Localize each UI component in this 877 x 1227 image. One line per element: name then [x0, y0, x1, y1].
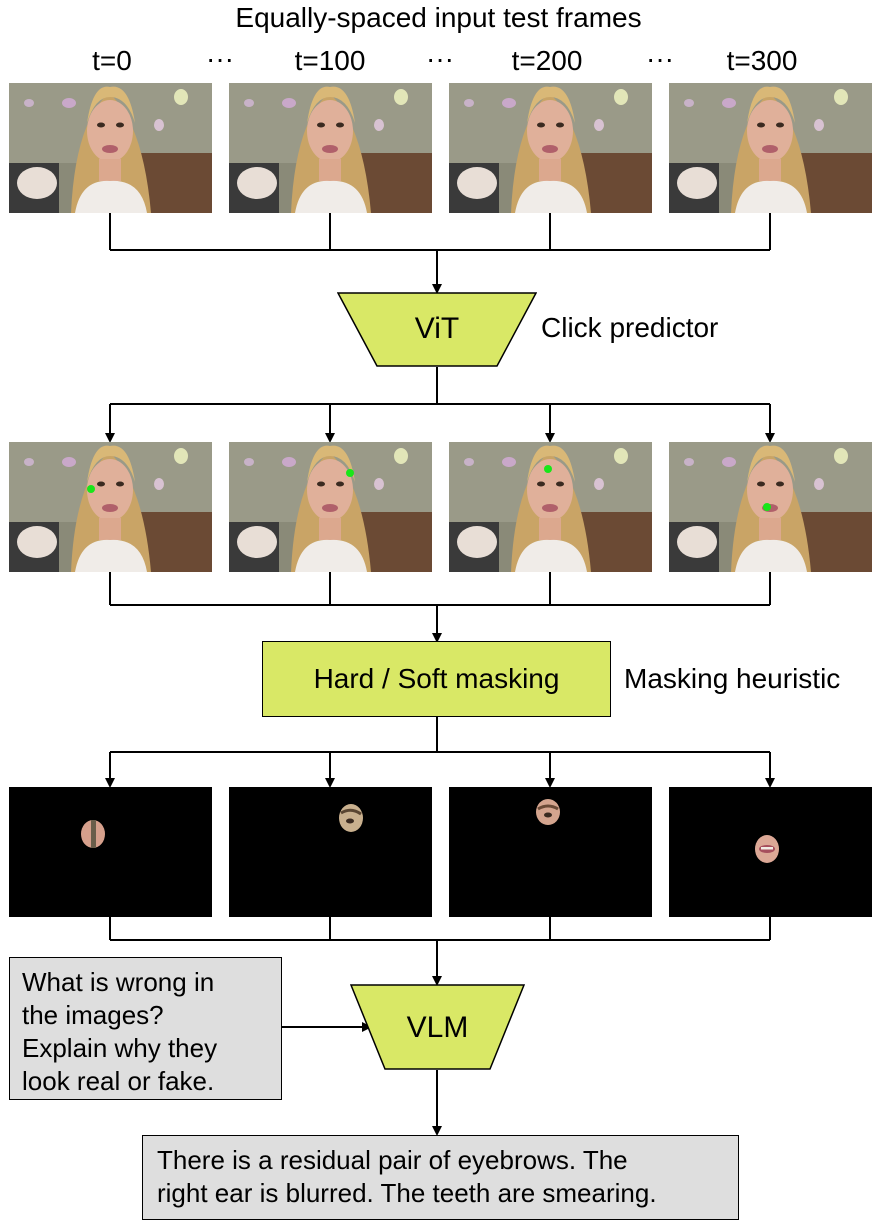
click-frame-2	[229, 442, 432, 572]
masking-label: Hard / Soft masking	[313, 663, 560, 694]
click-frame-1	[9, 442, 212, 572]
output-box: There is a residual pair of eyebrows. Th…	[142, 1135, 739, 1220]
click-predictor-caption: Click predictor	[541, 312, 719, 343]
click-point-marker	[763, 503, 771, 511]
click-point-marker	[87, 485, 95, 493]
masking-block: Hard / Soft masking	[262, 641, 611, 717]
frames-title: Equally-spaced input test frames	[235, 2, 642, 33]
click-point-marker	[544, 465, 552, 473]
vit-block: ViT	[337, 292, 537, 367]
masked-frame-2	[229, 787, 432, 917]
ellipsis-1: ···	[206, 43, 234, 74]
timestamp-label-300: t=300	[726, 45, 798, 76]
input-frame-t100	[229, 83, 432, 213]
click-point-marker	[346, 469, 354, 477]
input-frame-t0	[9, 83, 212, 213]
input-frame-t200	[449, 83, 652, 213]
vit-label: ViT	[414, 312, 460, 345]
vlm-block: VLM	[350, 984, 525, 1070]
prompt-box: What is wrong in the images? Explain why…	[9, 957, 282, 1100]
vlm-label: VLM	[406, 1011, 469, 1044]
masked-frame-3	[449, 787, 652, 917]
ellipsis-2: ···	[426, 43, 454, 74]
timestamp-label-0: t=0	[92, 45, 132, 76]
masked-frame-4	[669, 787, 872, 917]
masking-heuristic-caption: Masking heuristic	[624, 663, 841, 694]
masked-frame-1	[9, 787, 212, 917]
timestamp-label-200: t=200	[511, 45, 583, 76]
click-frame-3	[449, 442, 652, 572]
ellipsis-3: ···	[646, 43, 674, 74]
input-frame-t300	[669, 83, 872, 213]
timestamp-label-100: t=100	[294, 45, 366, 76]
click-frame-4	[669, 442, 872, 572]
